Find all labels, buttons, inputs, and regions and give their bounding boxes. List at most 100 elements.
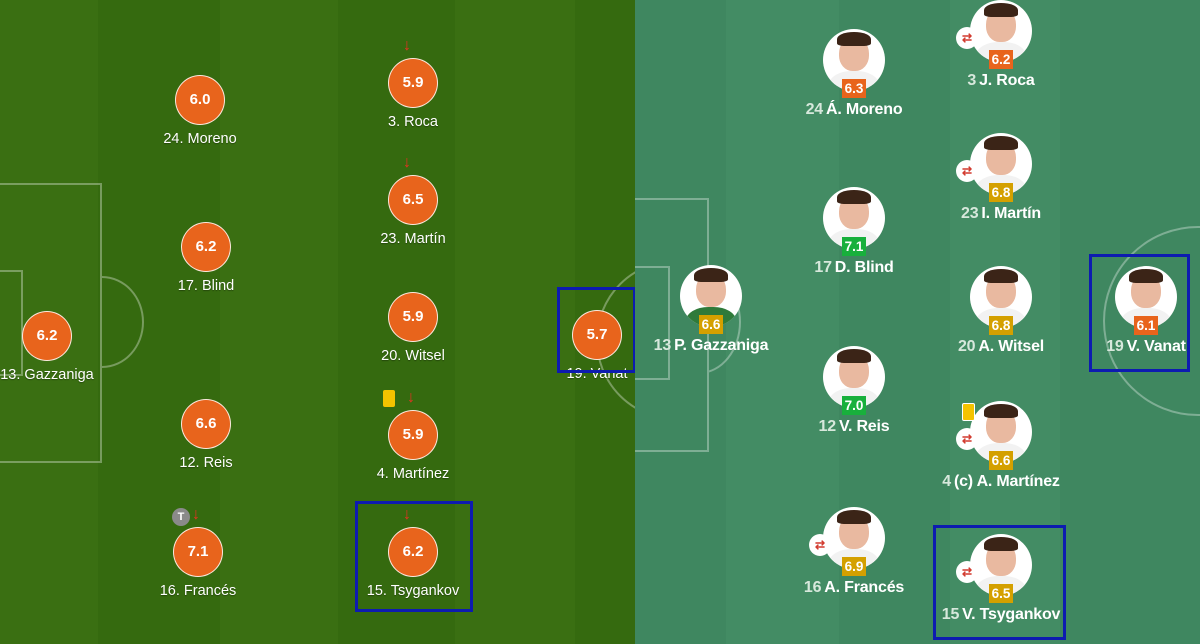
player-rating: 6.6: [181, 399, 231, 449]
player-rating-badge: 6.8: [989, 316, 1013, 335]
subbed-off-arrow-icon: ↓: [407, 389, 415, 406]
player-name: 16. Francés: [159, 583, 237, 599]
player-name-text: D. Blind: [834, 259, 894, 276]
player-rating: 6.0: [175, 75, 225, 125]
highlight-box-vanat: [1089, 254, 1190, 372]
player-markers: [343, 272, 483, 292]
player-avatar: [823, 29, 885, 91]
player-number: 3: [967, 72, 977, 89]
substitution-icon: ⇄: [956, 428, 978, 450]
player-rating-badge: 6.2: [989, 50, 1013, 69]
player-rating: 6.2: [181, 222, 231, 272]
tag-t-icon: T: [172, 508, 190, 526]
player-name: 12. Reis: [179, 455, 233, 471]
right-player-8[interactable]: ⇄ 6.6 4(c) A. Martínez: [901, 401, 1101, 491]
subbed-off-arrow-icon: ↓: [403, 37, 411, 54]
player-rating-badge: 6.6: [989, 451, 1013, 470]
left-player-2[interactable]: 6.2 17. Blind: [136, 202, 276, 294]
player-name: 4(c) A. Martínez: [901, 473, 1101, 491]
player-markers: [0, 291, 117, 311]
highlight-box-tsygankov: [355, 501, 473, 612]
player-name: 15. Tsygankov: [366, 583, 460, 599]
player-markers: ↓: [343, 506, 483, 527]
player-markers: T↓: [128, 506, 268, 527]
player-photo: 6.3: [823, 29, 885, 98]
player-name-text: A. Witsel: [978, 338, 1045, 355]
subbed-off-arrow-icon: ↓: [403, 154, 411, 171]
player-name-text: P. Gazzaniga: [674, 337, 769, 354]
player-photo: ⇄ 6.9: [809, 507, 885, 576]
player-rating: 5.9: [388, 292, 438, 342]
player-rating: 5.9: [388, 58, 438, 108]
player-name-text: (c) A. Martínez: [953, 473, 1060, 490]
player-markers: ↓: [343, 389, 483, 410]
subbed-off-arrow-icon: ↓: [403, 506, 411, 523]
player-number: 20: [957, 338, 976, 355]
player-rating: 5.9: [388, 410, 438, 460]
player-markers: [130, 55, 270, 75]
player-number: 12: [818, 418, 837, 435]
player-name: 4. Martínez: [376, 466, 450, 482]
player-rating-badge: 6.1: [1134, 316, 1158, 335]
player-name-text: A. Francés: [824, 579, 905, 596]
player-name: 13. Gazzaniga: [0, 367, 94, 383]
player-number: 16: [803, 579, 822, 596]
player-number: 13: [653, 337, 672, 354]
player-photo: ⇄ 6.6: [956, 401, 1032, 470]
player-number: 15: [941, 606, 960, 623]
player-name-text: V. Tsygankov: [962, 606, 1061, 623]
player-number: 24: [805, 101, 824, 118]
player-markers: ↓: [343, 37, 483, 58]
substitution-icon: ⇄: [956, 160, 978, 182]
goal-box-line: [635, 266, 670, 380]
player-name-text: Á. Moreno: [825, 101, 903, 118]
player-markers: [136, 379, 276, 399]
player-photo: 6.8: [970, 266, 1032, 335]
player-name: 24. Moreno: [163, 131, 237, 147]
player-name: 17. Blind: [177, 278, 235, 294]
player-photo: 7.0: [823, 346, 885, 415]
player-number: 23: [961, 205, 979, 222]
player-photo: ⇄6.5: [956, 534, 1032, 603]
player-markers: [136, 202, 276, 222]
pitch-stripe: [220, 0, 338, 644]
player-photo: 6.6: [680, 265, 742, 334]
yellow-card-icon: [962, 403, 975, 421]
left-player-8[interactable]: ↓ 5.9 4. Martínez: [343, 389, 483, 482]
substitution-icon: ⇄: [809, 534, 831, 556]
highlight-box-tsygankov: [933, 525, 1066, 640]
player-rating-badge: 6.9: [842, 557, 866, 576]
player-avatar: [680, 265, 742, 327]
player-rating-badge: 7.0: [842, 396, 866, 415]
player-name-text: J. Roca: [979, 72, 1035, 89]
left-player-3[interactable]: 6.6 12. Reis: [136, 379, 276, 471]
player-number: 17: [814, 259, 832, 276]
left-player-1[interactable]: 6.0 24. Moreno: [130, 55, 270, 147]
penalty-box-line: [0, 183, 102, 463]
player-rating-badge: 6.3: [842, 79, 866, 98]
